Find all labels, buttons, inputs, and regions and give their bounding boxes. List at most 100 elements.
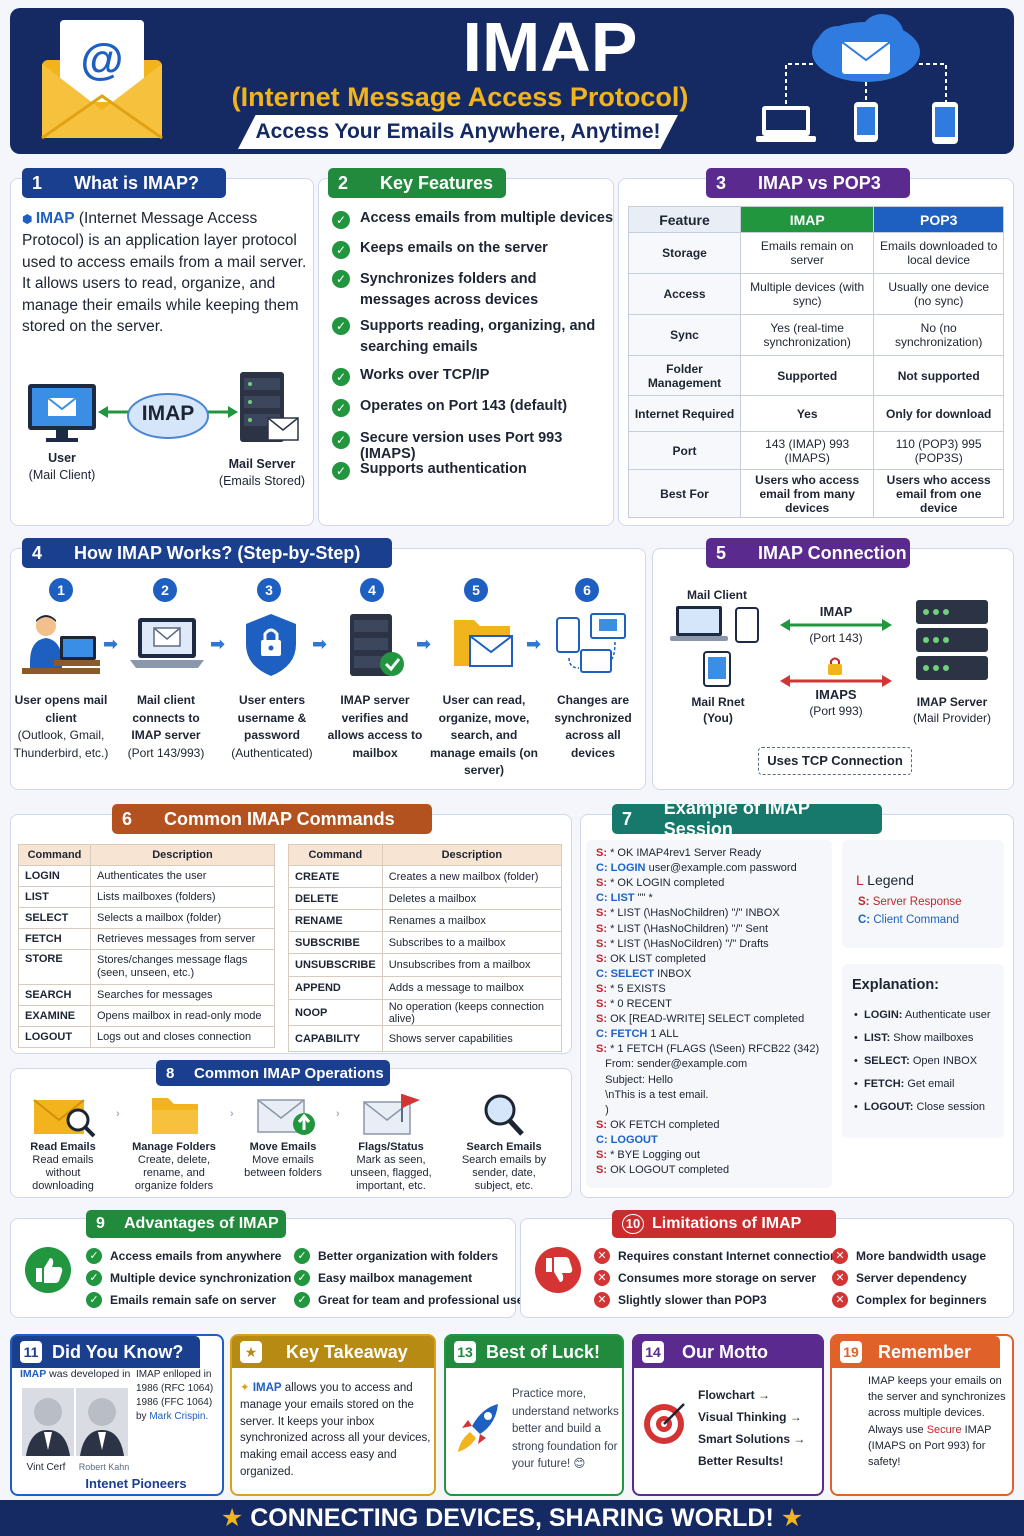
envelope-at-icon: @ (41, 20, 163, 140)
mail-server-label: Mail Server(Emails Stored) (218, 457, 306, 488)
user-label: User(Mail Client) (28, 451, 96, 482)
mail-server-icon (240, 372, 299, 442)
session-line: S: OK FETCH completed (596, 1118, 720, 1131)
session-line: S: OK LOGOUT completed (596, 1164, 730, 1177)
target-icon (644, 1403, 685, 1444)
motto-list: Flowchart → Visual Thinking → Smart Solu… (698, 1388, 806, 1468)
imaps-port-number: (Port 993) (809, 704, 863, 718)
check-icon: ✓ (332, 270, 350, 288)
folder-icon (152, 1098, 198, 1134)
session-line: C: LOGOUT (596, 1133, 658, 1146)
list-item: ✓Supports authentication (332, 461, 527, 480)
explanation-list: • LOGIN: Authenticate user • LIST: Show … (854, 1004, 991, 1119)
tcp-connection-badge: Uses TCP Connection (758, 747, 912, 775)
step-text: User enters username & password(Authenti… (231, 693, 313, 760)
mail-user-label: Mail Rnet(You) (691, 695, 745, 725)
list-item: ✓Access emails from multiple devices (332, 210, 613, 229)
list-item: ✕Requires constant Internet connection (594, 1248, 837, 1264)
check-icon: ✓ (294, 1270, 310, 1286)
double-arrow-green-icon (780, 619, 892, 631)
session-line: \nThis is a test email. (596, 1088, 709, 1101)
imap-port-label: IMAP (819, 604, 853, 619)
key-features-list: ✓Access emails from multiple devices ✓Ke… (318, 178, 614, 526)
session-log (586, 840, 832, 1188)
x-icon: ✕ (832, 1292, 848, 1308)
x-icon: ✕ (594, 1270, 610, 1286)
step-text: IMAP server verifies and allows access t… (327, 693, 423, 760)
x-icon: ✕ (594, 1292, 610, 1308)
step-text: User can read, organize, move, search, a… (429, 693, 539, 777)
list-item: ✓Secure version uses Port 993 (IMAPS) (332, 430, 614, 462)
pioneers-caption: Intenet Pioneers (85, 1476, 187, 1491)
pioneer-name-1: Vint Cerf (26, 1462, 66, 1473)
list-item: ✓Better organization with folders (294, 1248, 498, 1264)
imap-diagram-label: IMAP (141, 402, 195, 425)
thumbs-down-icon (535, 1247, 581, 1293)
session-line: C: FETCH 1 ALL (596, 1028, 679, 1041)
list-item: ✓Synchronizes folders and messages acros… (332, 269, 600, 311)
double-arrow-red-icon (780, 675, 892, 687)
explanation-box (842, 964, 1004, 1138)
chevron-right-icon: › (336, 1108, 340, 1120)
page-subtitle: (Internet Message Access Protocol) (231, 82, 689, 112)
session-line: S: * 5 EXISTS (596, 982, 666, 995)
pioneer-name-2: Robert Kahn (78, 1462, 130, 1472)
list-item: ✓Operates on Port 143 (default) (332, 398, 567, 417)
session-line: S: * OK IMAP4rev1 Server Ready (596, 847, 762, 859)
lock-icon (828, 657, 842, 675)
check-icon: ✓ (332, 317, 350, 335)
x-icon: ✕ (832, 1248, 848, 1264)
check-icon: ✓ (294, 1292, 310, 1308)
footer-banner: ★ CONNECTING DEVICES, SHARING WORLD! ★ (0, 1500, 1024, 1536)
list-item: ✕Consumes more storage on server (594, 1270, 816, 1286)
remember-text: IMAP keeps your emails on the server and… (868, 1375, 1006, 1469)
check-icon: ✓ (332, 399, 350, 417)
step-number: 5 (464, 578, 488, 602)
cloud-devices-icon (756, 14, 958, 144)
did-you-know-text-2: IMAP enlloped in 1986 (RFC 1064) 1986 (F… (136, 1369, 214, 1422)
star-icon: ★ (240, 1341, 262, 1363)
bullet-icon: ⬢ (22, 212, 36, 226)
session-line: S: * LIST (\HasNoChildren) "/" Sent (596, 922, 769, 935)
legend-server: S: Server Response (858, 896, 962, 908)
list-item: ✓Great for team and professional use (294, 1292, 523, 1308)
check-icon: ✓ (86, 1270, 102, 1286)
star-icon: ★ (773, 1504, 804, 1532)
imap-cloud-icon (98, 393, 238, 439)
list-item: ✓Emails remain safe on server (86, 1292, 276, 1308)
thumbs-up-icon (25, 1247, 71, 1293)
session-line: C: SELECT INBOX (596, 967, 692, 980)
step-text: Mail client connects to IMAP server(Port… (127, 693, 205, 760)
envelope-arrow-icon (257, 1099, 315, 1135)
session-line: S: * LIST (\HasNoCildren) "/" Drafts (596, 937, 769, 950)
imap-server-icon (916, 600, 988, 680)
chevron-right-icon: › (230, 1108, 234, 1120)
shield-lock-icon (246, 614, 296, 676)
